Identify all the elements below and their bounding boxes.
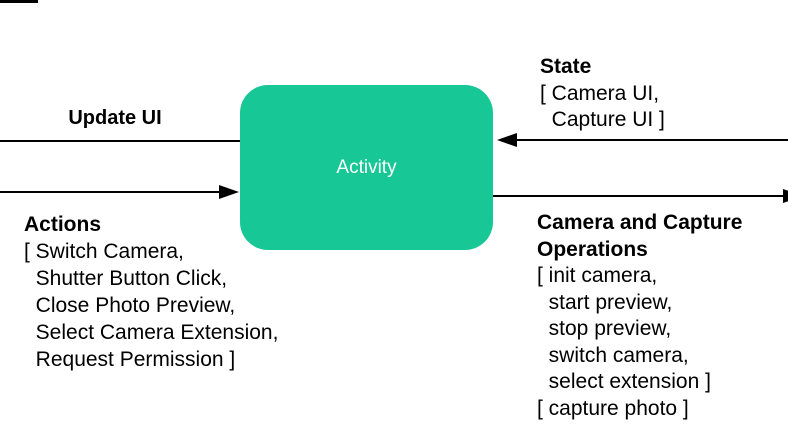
update-ui-arrow-line bbox=[0, 140, 241, 142]
state-item: [ Camera UI, bbox=[540, 81, 660, 105]
camera-ops-label-block: Camera and Capture Operations [ init cam… bbox=[537, 210, 742, 422]
state-title: State bbox=[540, 55, 592, 78]
actions-arrow-line bbox=[0, 191, 222, 193]
actions-label-block: Actions [ Switch Camera, Shutter Button … bbox=[24, 211, 278, 373]
actions-arrowhead-icon bbox=[219, 185, 239, 199]
actions-item: Select Camera Extension, bbox=[24, 321, 279, 344]
actions-title: Actions bbox=[24, 213, 102, 236]
camera-ops-item: [ capture photo ] bbox=[537, 396, 689, 420]
state-item: Capture UI ] bbox=[540, 108, 665, 131]
actions-item: Close Photo Preview, bbox=[24, 294, 236, 317]
camera-ops-arrow-line bbox=[492, 195, 788, 197]
actions-item: Shutter Button Click, bbox=[24, 267, 228, 290]
actions-item: Request Permission ] bbox=[24, 348, 236, 371]
camera-ops-item: start preview, bbox=[537, 290, 673, 314]
activity-node-label: Activity bbox=[336, 156, 397, 178]
camera-ops-item: [ init camera, bbox=[537, 264, 658, 287]
activity-node: Activity bbox=[240, 85, 493, 250]
state-arrow-line bbox=[514, 139, 788, 141]
camera-ops-item: stop preview, bbox=[537, 317, 672, 340]
camera-ops-item: select extension ] bbox=[537, 370, 711, 393]
update-ui-label: Update UI bbox=[68, 107, 162, 129]
actions-item: [ Switch Camera, bbox=[24, 240, 184, 263]
camera-ops-item: switch camera, bbox=[537, 343, 689, 367]
cropped-line-fragment bbox=[0, 0, 38, 3]
camera-ops-title-line: Camera and Capture bbox=[537, 211, 743, 234]
state-label-block: State [ Camera UI, Capture UI ] bbox=[540, 54, 665, 134]
camera-ops-title-line: Operations bbox=[537, 237, 648, 261]
state-arrowhead-icon bbox=[497, 133, 517, 147]
camera-ops-arrowhead-icon bbox=[783, 189, 788, 203]
